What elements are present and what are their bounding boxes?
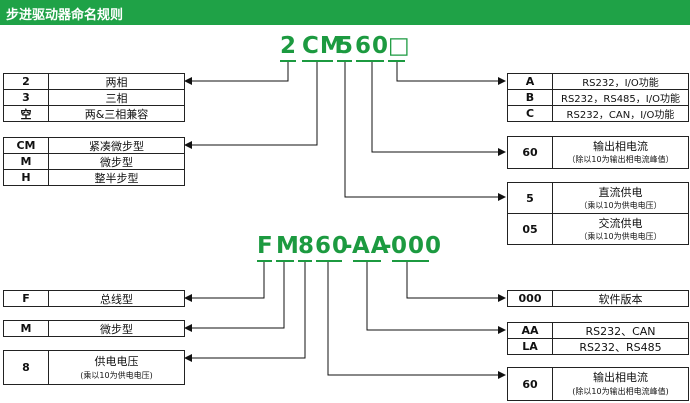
code1-part-option: □ <box>388 33 411 59</box>
code2-underline-2 <box>276 260 294 262</box>
power-note-dc: （乘以10为供电电压） <box>579 201 662 210</box>
type-val-cm: 紧凑微步型 <box>89 139 144 153</box>
bus-table: F 总线型 <box>3 290 185 307</box>
header-bar: 步进驱动器命名规则 <box>0 0 690 25</box>
option-val-a: RS232，I/O功能 <box>582 78 659 89</box>
power-val-dc: 直流供电 <box>598 186 643 199</box>
code1-part-voltage: 5 <box>337 33 355 59</box>
type-key-cm: CM <box>16 139 36 152</box>
code2-part-current: 60 <box>315 233 350 259</box>
bus-val: 总线型 <box>100 292 133 306</box>
type-table: CM 紧凑微步型 M 微步型 H 整半步型 <box>3 137 185 186</box>
option-key-b: B <box>525 91 535 104</box>
phase-key-3: 3 <box>22 91 30 104</box>
microstep-val: 微步型 <box>100 322 133 336</box>
current-val: 输出相电流 <box>593 140 648 153</box>
voltage-val: 供电电压 <box>94 354 139 368</box>
code1-part-current: 60 <box>355 33 390 59</box>
code2-part-type: M <box>276 233 300 259</box>
header-title: 步进驱动器命名规则 <box>6 8 124 23</box>
code1-underline-3 <box>337 60 352 62</box>
current2-key: 60 <box>522 377 538 391</box>
code1-part-type: CM <box>302 33 344 59</box>
bus-key: F <box>22 292 30 305</box>
comm-key-aa: AA <box>521 324 539 337</box>
current2-note: (除以10为输出相电流峰值) <box>572 386 669 396</box>
comm-table: AA RS232、CAN LA RS232、RS485 <box>507 322 689 355</box>
code2-dash-2: - <box>382 233 393 259</box>
power-note-ac: （乘以10为供电电压） <box>579 232 662 241</box>
phase-val-2: 两相 <box>105 75 128 89</box>
code2-dash-1: - <box>343 233 354 259</box>
comm-key-la: LA <box>522 340 538 353</box>
option-table: A RS232，I/O功能 B RS232，RS485，I/O功能 C RS23… <box>507 73 689 122</box>
power-key-ac: 05 <box>522 222 538 236</box>
voltage-note: (乘以10为供电电压) <box>80 370 153 380</box>
code2-part-voltage: 8 <box>298 233 316 259</box>
option-key-c: C <box>525 107 535 120</box>
type-val-h: 整半步型 <box>94 171 139 185</box>
code1-underline-4 <box>356 60 384 62</box>
phase-val-3: 三相 <box>105 91 128 105</box>
type-key-m: M <box>20 155 32 168</box>
current-note: （除以10为输出相电流峰值） <box>567 155 674 164</box>
version-val: 软件版本 <box>598 292 643 306</box>
phase-val-empty: 两&三相兼容 <box>84 107 149 121</box>
power-val-ac: 交流供电 <box>598 217 643 230</box>
power-table: 5 直流供电 （乘以10为供电电压） 05 交流供电 （乘以10为供电电压） <box>507 182 689 245</box>
version-key: 000 <box>518 292 542 305</box>
option-key-a: A <box>525 75 535 88</box>
code1-underline-1 <box>280 60 296 62</box>
phase-table: 2 两相 3 三相 空 两&三相兼容 <box>3 73 185 122</box>
code2-underline-6 <box>392 260 429 262</box>
phase-key-empty: 空 <box>20 107 32 121</box>
code1-underline-2 <box>302 60 333 62</box>
voltage-table: 8 供电电压 (乘以10为供电电压) <box>3 350 185 385</box>
current-key: 60 <box>522 146 538 159</box>
microstep-table: M 微步型 <box>3 320 185 337</box>
code2-part-comm: AA <box>352 233 390 259</box>
option-val-c: RS232，CAN，I/O功能 <box>566 110 675 121</box>
power-key-dc: 5 <box>526 191 534 205</box>
type-key-h: H <box>21 171 31 184</box>
current-table: 60 输出相电流 （除以10为输出相电流峰值） <box>507 136 689 169</box>
code2-part-version: 000 <box>391 233 443 259</box>
version-table: 000 软件版本 <box>507 290 689 307</box>
microstep-key: M <box>20 322 32 335</box>
code2-part-bus: F <box>257 233 274 259</box>
phase-key-2: 2 <box>22 75 30 88</box>
code1-underline-5 <box>388 60 405 62</box>
comm-val-la: RS232、RS485 <box>579 340 662 354</box>
code2-underline-4 <box>316 260 342 262</box>
code1-part-phase: 2 <box>280 33 298 59</box>
option-val-b: RS232，RS485，I/O功能 <box>561 94 680 105</box>
code2-underline-5 <box>353 260 381 262</box>
type-val-m: 微步型 <box>100 155 133 169</box>
current2-val: 输出相电流 <box>593 371 648 384</box>
current2-table: 60 输出相电流 (除以10为输出相电流峰值) <box>507 367 689 401</box>
code2-underline-3 <box>298 260 312 262</box>
voltage-key: 8 <box>22 361 30 374</box>
comm-val-aa: RS232、CAN <box>585 324 656 338</box>
code2-underline-1 <box>257 260 272 262</box>
